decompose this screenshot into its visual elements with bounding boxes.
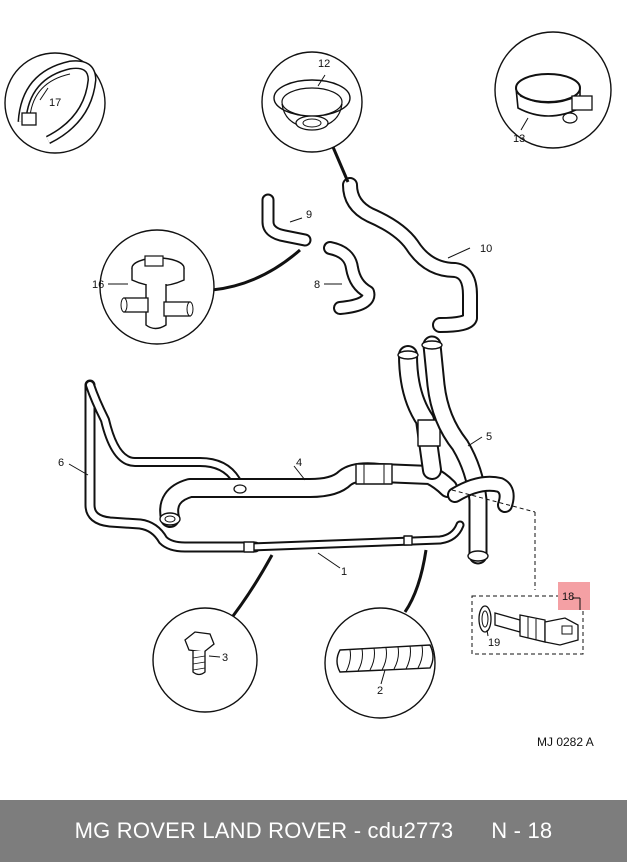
- diagram-code: MJ 0282 A: [537, 735, 594, 749]
- footer-page: N - 18: [491, 818, 553, 843]
- hose-1[interactable]: [243, 520, 465, 553]
- parts-diagram: 17 12 13 9 10 16 8 5 6 4 1 18 3 19 2 MJ …: [4, 31, 612, 749]
- label-1: 1: [341, 566, 347, 578]
- leader-lines: [68, 217, 483, 569]
- label-16: 16: [92, 279, 104, 291]
- inset-13[interactable]: [494, 31, 612, 149]
- label-3: 3: [222, 652, 228, 664]
- sensor-kit-18[interactable]: [471, 582, 590, 655]
- hose-4-riser[interactable]: [398, 345, 442, 480]
- highlight-box-18: [558, 582, 590, 610]
- part-labels: 17 12 13 9 10 16 8 5 6 4 1 18 3 19 2 MJ …: [49, 58, 594, 749]
- label-13: 13: [513, 133, 525, 145]
- hose-4[interactable]: [85, 380, 458, 528]
- inset-16[interactable]: [99, 229, 215, 345]
- label-18: 18: [562, 591, 574, 603]
- inset-3[interactable]: [152, 607, 258, 713]
- footer-brand: MG ROVER LAND ROVER - cdu2773: [74, 818, 454, 843]
- label-2: 2: [377, 685, 383, 697]
- hose-8[interactable]: [323, 241, 376, 315]
- label-10: 10: [480, 243, 492, 255]
- footer-bar: MG ROVER LAND ROVER - cdu2773 N - 18: [0, 800, 627, 862]
- label-6: 6: [58, 457, 64, 469]
- hose-10[interactable]: [342, 177, 478, 333]
- label-19: 19: [488, 637, 500, 649]
- hose-5[interactable]: [397, 335, 515, 565]
- footer-gap: [453, 818, 491, 844]
- hose-6[interactable]: [84, 379, 261, 553]
- label-9: 9: [306, 209, 312, 221]
- inset-17[interactable]: [4, 52, 106, 154]
- label-17: 17: [49, 97, 61, 109]
- inset-12[interactable]: [261, 51, 363, 153]
- hose-assembly: [84, 177, 515, 565]
- inset-2[interactable]: [324, 607, 436, 719]
- label-8: 8: [314, 279, 320, 291]
- label-5: 5: [486, 431, 492, 443]
- label-4: 4: [296, 457, 302, 469]
- label-12: 12: [318, 58, 330, 70]
- hose-9[interactable]: [261, 193, 312, 247]
